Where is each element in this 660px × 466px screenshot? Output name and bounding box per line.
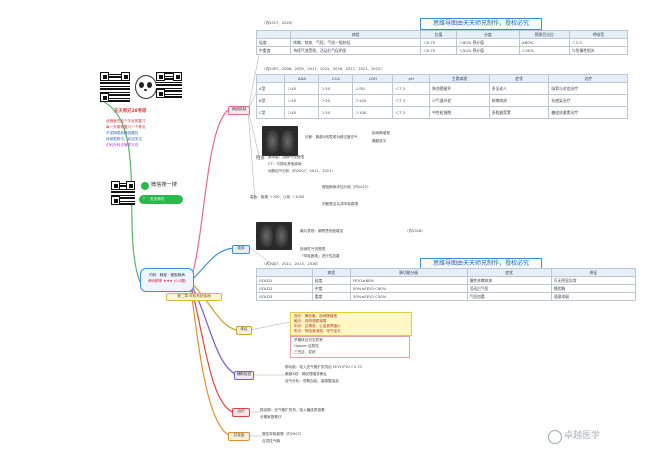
qr-code[interactable] bbox=[111, 181, 135, 205]
promo-line: 不定期更新精选题目 bbox=[106, 131, 139, 135]
table-header-row: 病程肺功能分级 症状体征 bbox=[256, 268, 637, 277]
clinical-intro: 持续性气流受限 bbox=[300, 247, 326, 251]
promo-panel: 天天师兄28考研 全程就在这个平台的复习 每一天带你复习一个考点 不定期更新精选… bbox=[98, 70, 184, 190]
chest-xray-image bbox=[262, 126, 298, 156]
xray-note: 膈肌低平 bbox=[372, 139, 387, 143]
copyright-banner: 思维导图由天天师兄制作，授权必究 bbox=[420, 18, 542, 30]
promo-line: 持续更新中，欢迎关注 bbox=[106, 137, 142, 141]
complication-item: 自发性气胸 bbox=[262, 439, 280, 443]
xray-note: 肋间隙增宽 bbox=[372, 131, 390, 135]
treatment-item: 稳定期：支气管扩张剂、吸入糖皮质激素 bbox=[260, 408, 325, 412]
search-icon: ⌕ bbox=[143, 196, 146, 200]
branch-lab[interactable]: 辅助检查 bbox=[234, 371, 254, 380]
exam-label: 检查 bbox=[256, 156, 265, 161]
qr-code[interactable] bbox=[156, 72, 182, 98]
xray-label: 胸片表现：肺野透亮度增加 bbox=[300, 229, 344, 233]
promo-line: 每一天带你复习一个考点 bbox=[106, 125, 146, 129]
exam-item: CT：可排除其他疾病 bbox=[268, 162, 302, 166]
lab-item: 胸部X线：肺纹理增多紊乱 bbox=[285, 372, 327, 376]
severity-table: 病程比值 分度预测百分比呼吸音 轻度咳嗽、咳痰、气短，气短一般较轻＜0.70 ＞… bbox=[255, 30, 629, 55]
sign-detail: Hoover 征阳性 bbox=[294, 344, 319, 348]
lab-item: 血气分析：低氧血症、高碳酸血症 bbox=[285, 379, 339, 383]
wechat-search-icon bbox=[141, 182, 149, 190]
clinical-intro: 「呼吸困难」进行性加重 bbox=[300, 254, 340, 258]
reference-note: （内2017、2020） bbox=[262, 21, 295, 25]
center-subtitle: 考研频率 ★★★ (0-5题) bbox=[147, 279, 187, 284]
wechat-search-logo: 微信搜一搜 bbox=[141, 182, 183, 192]
chest-xray-image bbox=[256, 222, 292, 250]
sign-detail: 三凹征、发绀 bbox=[294, 350, 316, 354]
branch-etiology[interactable]: 病因机制 bbox=[228, 106, 250, 115]
table-header-row: 病程比值 分度预测百分比呼吸音 bbox=[255, 30, 629, 39]
qr-code[interactable] bbox=[100, 72, 130, 102]
center-sub-node: 第二章·呼吸系统疾病 bbox=[166, 293, 222, 301]
panda-avatar-icon bbox=[135, 75, 157, 99]
mid-note: 慢阻肺病评估分组（内2012） bbox=[322, 185, 371, 189]
center-node[interactable]: 内科 · 肺部 · 慢阻肺病 考研频率 ★★★ (0-5题) bbox=[140, 268, 194, 292]
sign-item: 叩诊：过清音，心浊音界缩小 bbox=[294, 324, 341, 328]
risk-note: 高危：吸烟 ＞700，以前 ＜1000 bbox=[250, 195, 305, 199]
treatment-item: 长期家庭氧疗 bbox=[260, 415, 282, 419]
branch-treatment[interactable]: 治疗 bbox=[232, 408, 250, 417]
promo-title: 天天师兄28考研 bbox=[114, 109, 147, 114]
signs-highlight-box: 视诊：桶状胸，肋间隙增宽 触诊：双侧语颤减弱 叩诊：过清音，心浊音界缩小 听诊：… bbox=[290, 312, 412, 336]
watermark-text: 卓越医学 bbox=[564, 431, 601, 441]
branch-complication[interactable]: 并发症 bbox=[228, 432, 250, 441]
signs-detail-box: 早期体征可无异常 Hoover 征阳性 三凹征、发绀 bbox=[290, 336, 410, 358]
watermark-logo-icon bbox=[548, 430, 562, 444]
wechat-search-label: 微信搜一搜 bbox=[151, 182, 177, 188]
center-title: 内科 · 肺部 · 慢阻肺病 bbox=[149, 273, 185, 277]
watermark: 卓越医学 bbox=[548, 428, 658, 444]
wechat-search-box[interactable]: ⌕ 天天师兄 bbox=[139, 195, 183, 204]
exam-item: 肺功能：持续气流受限 bbox=[268, 155, 304, 159]
sign-item: 听诊：呼吸音减弱，呼气延长 bbox=[294, 329, 341, 333]
reference-note: （内2007、2008、2009、2011、2015、2016、2017、202… bbox=[262, 67, 384, 71]
branch-clinical[interactable]: 临床 bbox=[232, 245, 250, 254]
sign-detail: 早期体征可无异常 bbox=[294, 338, 323, 342]
exam-item: 动脉血气分析（内2007、2011、2021） bbox=[268, 169, 335, 173]
reference-note: （内2018） bbox=[405, 229, 425, 233]
promo-line: 全程就在这个平台的复习 bbox=[106, 119, 146, 123]
promo-line: 内科外科诊断学方向 bbox=[106, 143, 139, 147]
xray-caption: 诊断：胸部X线表现为肺过度充气 bbox=[305, 135, 358, 139]
sign-item: 视诊：桶状胸，肋间隙增宽 bbox=[294, 314, 338, 318]
wechat-search-text: 天天师兄 bbox=[150, 196, 165, 201]
table-row: 轻度咳嗽、咳痰、气短，气短一般较轻＜0.70 ＞80% 预计值≥80%＜3.3 bbox=[255, 38, 629, 47]
mid-note: 判断是否合并呼吸衰竭 bbox=[322, 202, 358, 206]
complication-item: 慢性呼吸衰竭（内2007） bbox=[262, 432, 304, 436]
branch-signs[interactable]: 体征 bbox=[236, 326, 252, 335]
lab-item: 肺功能：吸入支气管扩张剂后 FEV1/FVC＜0.70 bbox=[285, 365, 362, 369]
sign-item: 触诊：双侧语颤减弱 bbox=[294, 319, 327, 323]
reference-note: （内2007、2011、2013、2016） bbox=[262, 262, 321, 266]
table-row: 中重度持续气流受限，活动后气促明显＜0.70 ＜50% 预计值＜50%与急慢性相… bbox=[255, 46, 629, 55]
